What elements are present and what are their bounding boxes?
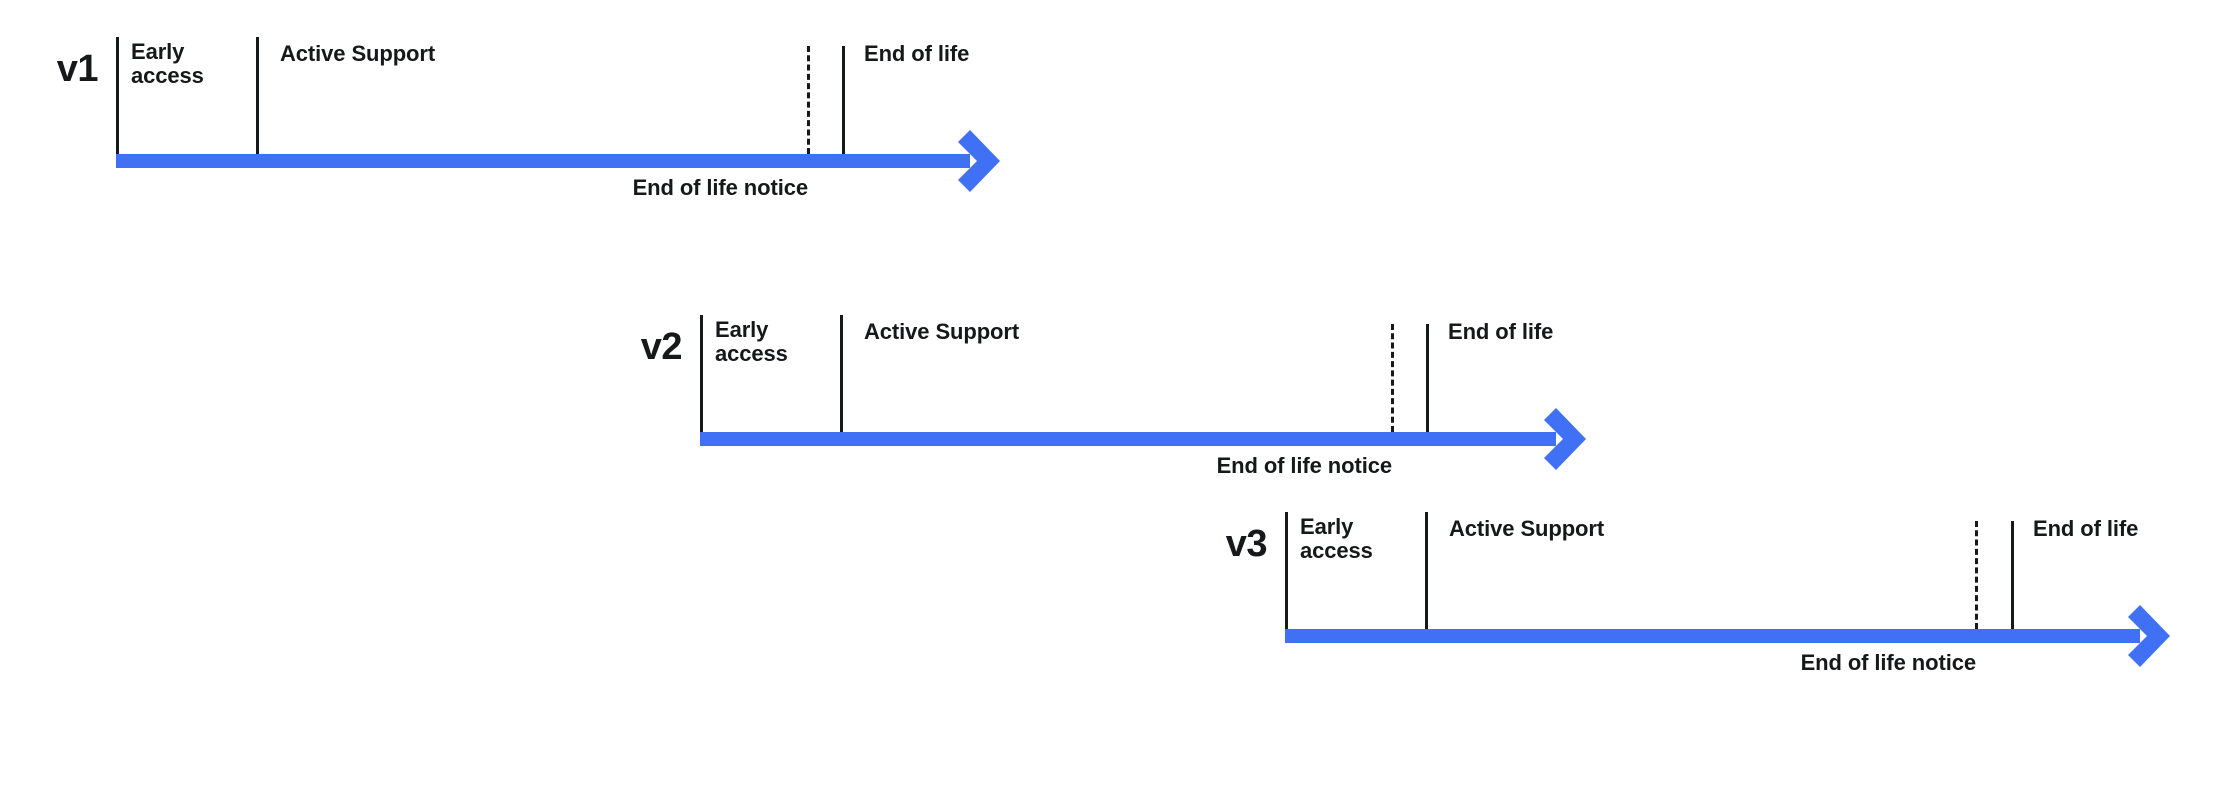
timeline-arrow-head <box>1542 408 1600 470</box>
version-label-v3: v3 <box>1225 523 1268 565</box>
phase-label-1: Early access <box>715 317 788 366</box>
phase-divider-1 <box>1285 512 1288 629</box>
version-label-v2: v2 <box>640 326 683 368</box>
end-of-life-notice-divider <box>1391 324 1394 432</box>
timeline-bar <box>1285 629 2140 643</box>
end-of-life-divider <box>1426 324 1429 432</box>
timeline-arrow-head <box>956 130 1014 192</box>
timeline-bar <box>116 154 970 168</box>
end-of-life-notice-label: End of life notice <box>1800 650 1977 675</box>
phase-label-1: Early access <box>131 39 204 88</box>
phase-label-3: End of life <box>864 41 970 66</box>
version-label-v1: v1 <box>56 48 99 90</box>
phase-divider-2 <box>840 315 843 432</box>
end-of-life-notice-label: End of life notice <box>632 175 809 200</box>
timeline-bar <box>700 432 1556 446</box>
phase-label-3: End of life <box>2033 516 2139 541</box>
phase-label-2: Active Support <box>1449 516 1605 541</box>
phase-divider-2 <box>1425 512 1428 629</box>
phase-label-2: Active Support <box>864 319 1020 344</box>
end-of-life-notice-label: End of life notice <box>1216 453 1393 478</box>
phase-divider-2 <box>256 37 259 154</box>
phase-label-3: End of life <box>1448 319 1554 344</box>
end-of-life-divider <box>2011 521 2014 629</box>
end-of-life-divider <box>842 46 845 154</box>
phase-label-2: Active Support <box>280 41 436 66</box>
end-of-life-notice-divider <box>1975 521 1978 629</box>
phase-divider-1 <box>116 37 119 154</box>
phase-label-1: Early access <box>1300 514 1373 563</box>
end-of-life-notice-divider <box>807 46 810 154</box>
timeline-arrow-head <box>2126 605 2184 667</box>
phase-divider-1 <box>700 315 703 432</box>
